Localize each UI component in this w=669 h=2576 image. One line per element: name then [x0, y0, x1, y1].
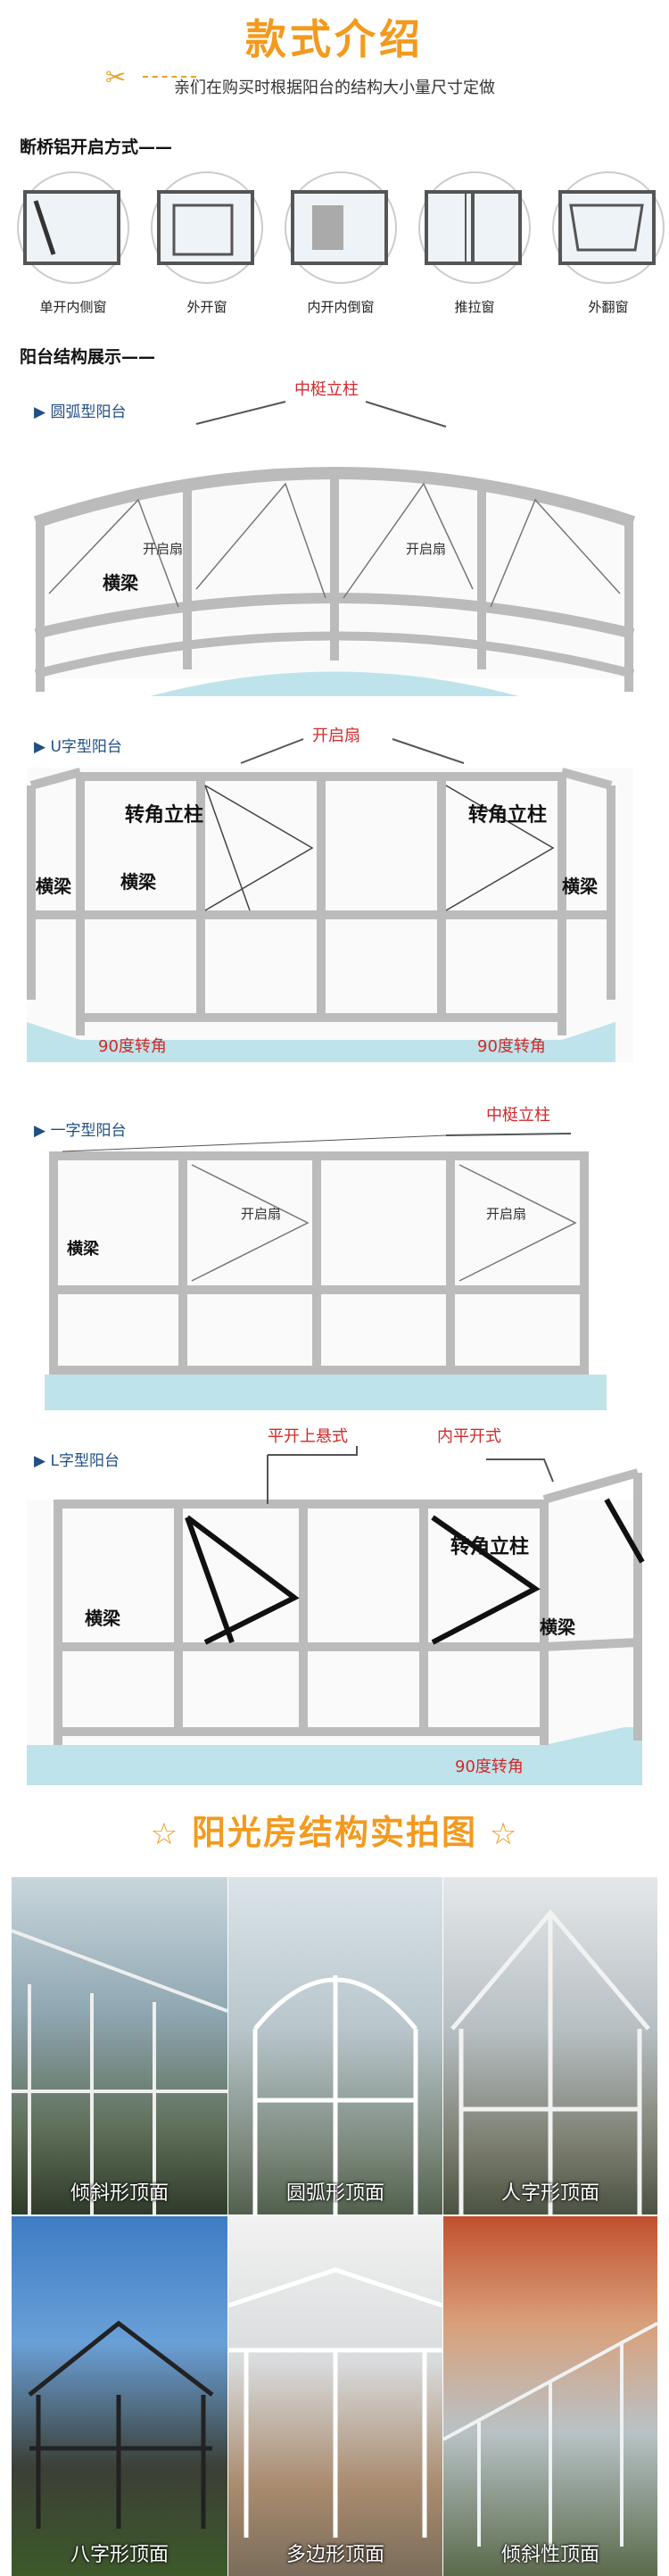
opening-type-label: 外开窗: [186, 299, 227, 315]
photo-polygon-roof: 多边形顶面: [228, 2216, 442, 2576]
l-balcony-diagram: 平开上悬式 内平开式 转角立柱 横梁 横梁 90度转角: [27, 1427, 645, 1785]
l-inward-label: 内平开式: [437, 1427, 501, 1446]
u-balcony-diagram: 开启扇 转角立柱 转角立柱 横梁 横梁 横梁 90度转角 90度转角: [27, 727, 633, 1062]
photo-caption: 人字形顶面: [500, 2182, 599, 2205]
window-icon-top-hung: [552, 171, 665, 284]
l-beam-label: 横梁: [540, 1616, 576, 1638]
one-line-balcony-diagram: 中梃立柱 横梁 开启扇 开启扇: [45, 1106, 607, 1410]
one-sash-label: 开启扇: [486, 1206, 526, 1222]
photo-caption: 倾斜形顶面: [70, 2182, 169, 2205]
photo-caption: 八字形顶面: [70, 2544, 169, 2566]
u-open-sash-label: 开启扇: [312, 727, 360, 745]
arc-sash-label: 开启扇: [406, 541, 446, 557]
l-balcony-tag: ▶ L字型阳台: [34, 1452, 120, 1470]
structure-heading: 阳台结构展示——: [20, 347, 156, 367]
opening-type-label: 内开内倒窗: [307, 299, 375, 315]
sunroom-sketch: [28, 2320, 214, 2529]
window-icon-sliding: [418, 171, 531, 284]
dashed-line: [143, 76, 196, 78]
photo-octagon-roof: 八字形顶面: [12, 2216, 227, 2576]
sunroom-sketch: [252, 1975, 418, 2215]
arc-mid-post-label: 中梃立柱: [294, 380, 359, 399]
sunroom-sketch: [228, 2267, 442, 2538]
one-beam-label: 横梁: [67, 1239, 100, 1259]
u-corner-post-label: 转角立柱: [468, 803, 547, 827]
opening-heading: 断桥铝开启方式——: [20, 137, 173, 157]
photos-heading: ☆ 阳光房结构实拍图 ☆: [150, 1813, 519, 1852]
decor-star: ☆: [477, 1816, 519, 1852]
arc-balcony-tag: ▶ 圆弧型阳台: [34, 403, 127, 421]
page-title: 款式介绍: [245, 15, 424, 63]
window-icon-inward-side: [17, 171, 129, 284]
scissors-icon: ✂: [105, 62, 127, 92]
u-beam-label: 横梁: [562, 876, 599, 897]
opening-type-label: 单开内侧窗: [39, 299, 107, 315]
photo-caption: 倾斜性顶面: [500, 2544, 599, 2566]
l-corner-post-label: 转角立柱: [450, 1535, 529, 1558]
arc-sash-label: 开启扇: [143, 541, 183, 557]
l-beam-label: 横梁: [85, 1608, 121, 1629]
arc-balcony-diagram: 中梃立柱 开启扇 开启扇 横梁: [33, 380, 636, 696]
u-beam-label: 横梁: [120, 871, 157, 893]
u-corner-post-label: 转角立柱: [125, 803, 203, 827]
page-subtitle: 亲们在购买时根据阳台的结构大小量尺寸定做: [174, 79, 495, 97]
one-line-balcony-tag: ▶ 一字型阳台: [34, 1122, 127, 1140]
u-balcony-tag: ▶ U字型阳台: [34, 738, 122, 756]
photo-gable-roof: 人字形顶面: [443, 1877, 657, 2215]
u-beam-label: 横梁: [36, 876, 72, 897]
sunroom-sketch: [443, 2322, 657, 2547]
u-corner90-label: 90度转角: [98, 1037, 167, 1056]
one-sash-label: 开启扇: [241, 1206, 281, 1222]
opening-type-label: 推拉窗: [454, 299, 495, 315]
photo-caption: 圆弧形顶面: [285, 2182, 384, 2205]
photo-caption: 多边形顶面: [285, 2544, 384, 2566]
sunroom-sketch: [12, 1929, 227, 2215]
photo-arched-roof: 圆弧形顶面: [228, 1877, 442, 2215]
photo-slanted-roof: 倾斜性顶面: [443, 2216, 657, 2576]
sunroom-sketch: [450, 1909, 650, 2215]
l-top-hung-label: 平开上悬式: [268, 1427, 348, 1446]
photo-sloped-roof: 倾斜形顶面: [12, 1877, 227, 2215]
opening-icons: [17, 171, 665, 284]
arc-beam-label: 横梁: [103, 572, 139, 594]
opening-type-label: 外翻窗: [588, 299, 629, 315]
l-corner90-label: 90度转角: [455, 1757, 524, 1776]
window-icon-outward: [151, 171, 263, 284]
decor-star: ☆: [150, 1816, 192, 1852]
u-corner90-label: 90度转角: [477, 1037, 546, 1056]
window-icon-tilt-turn: [285, 171, 397, 284]
one-mid-post-label: 中梃立柱: [486, 1106, 550, 1125]
